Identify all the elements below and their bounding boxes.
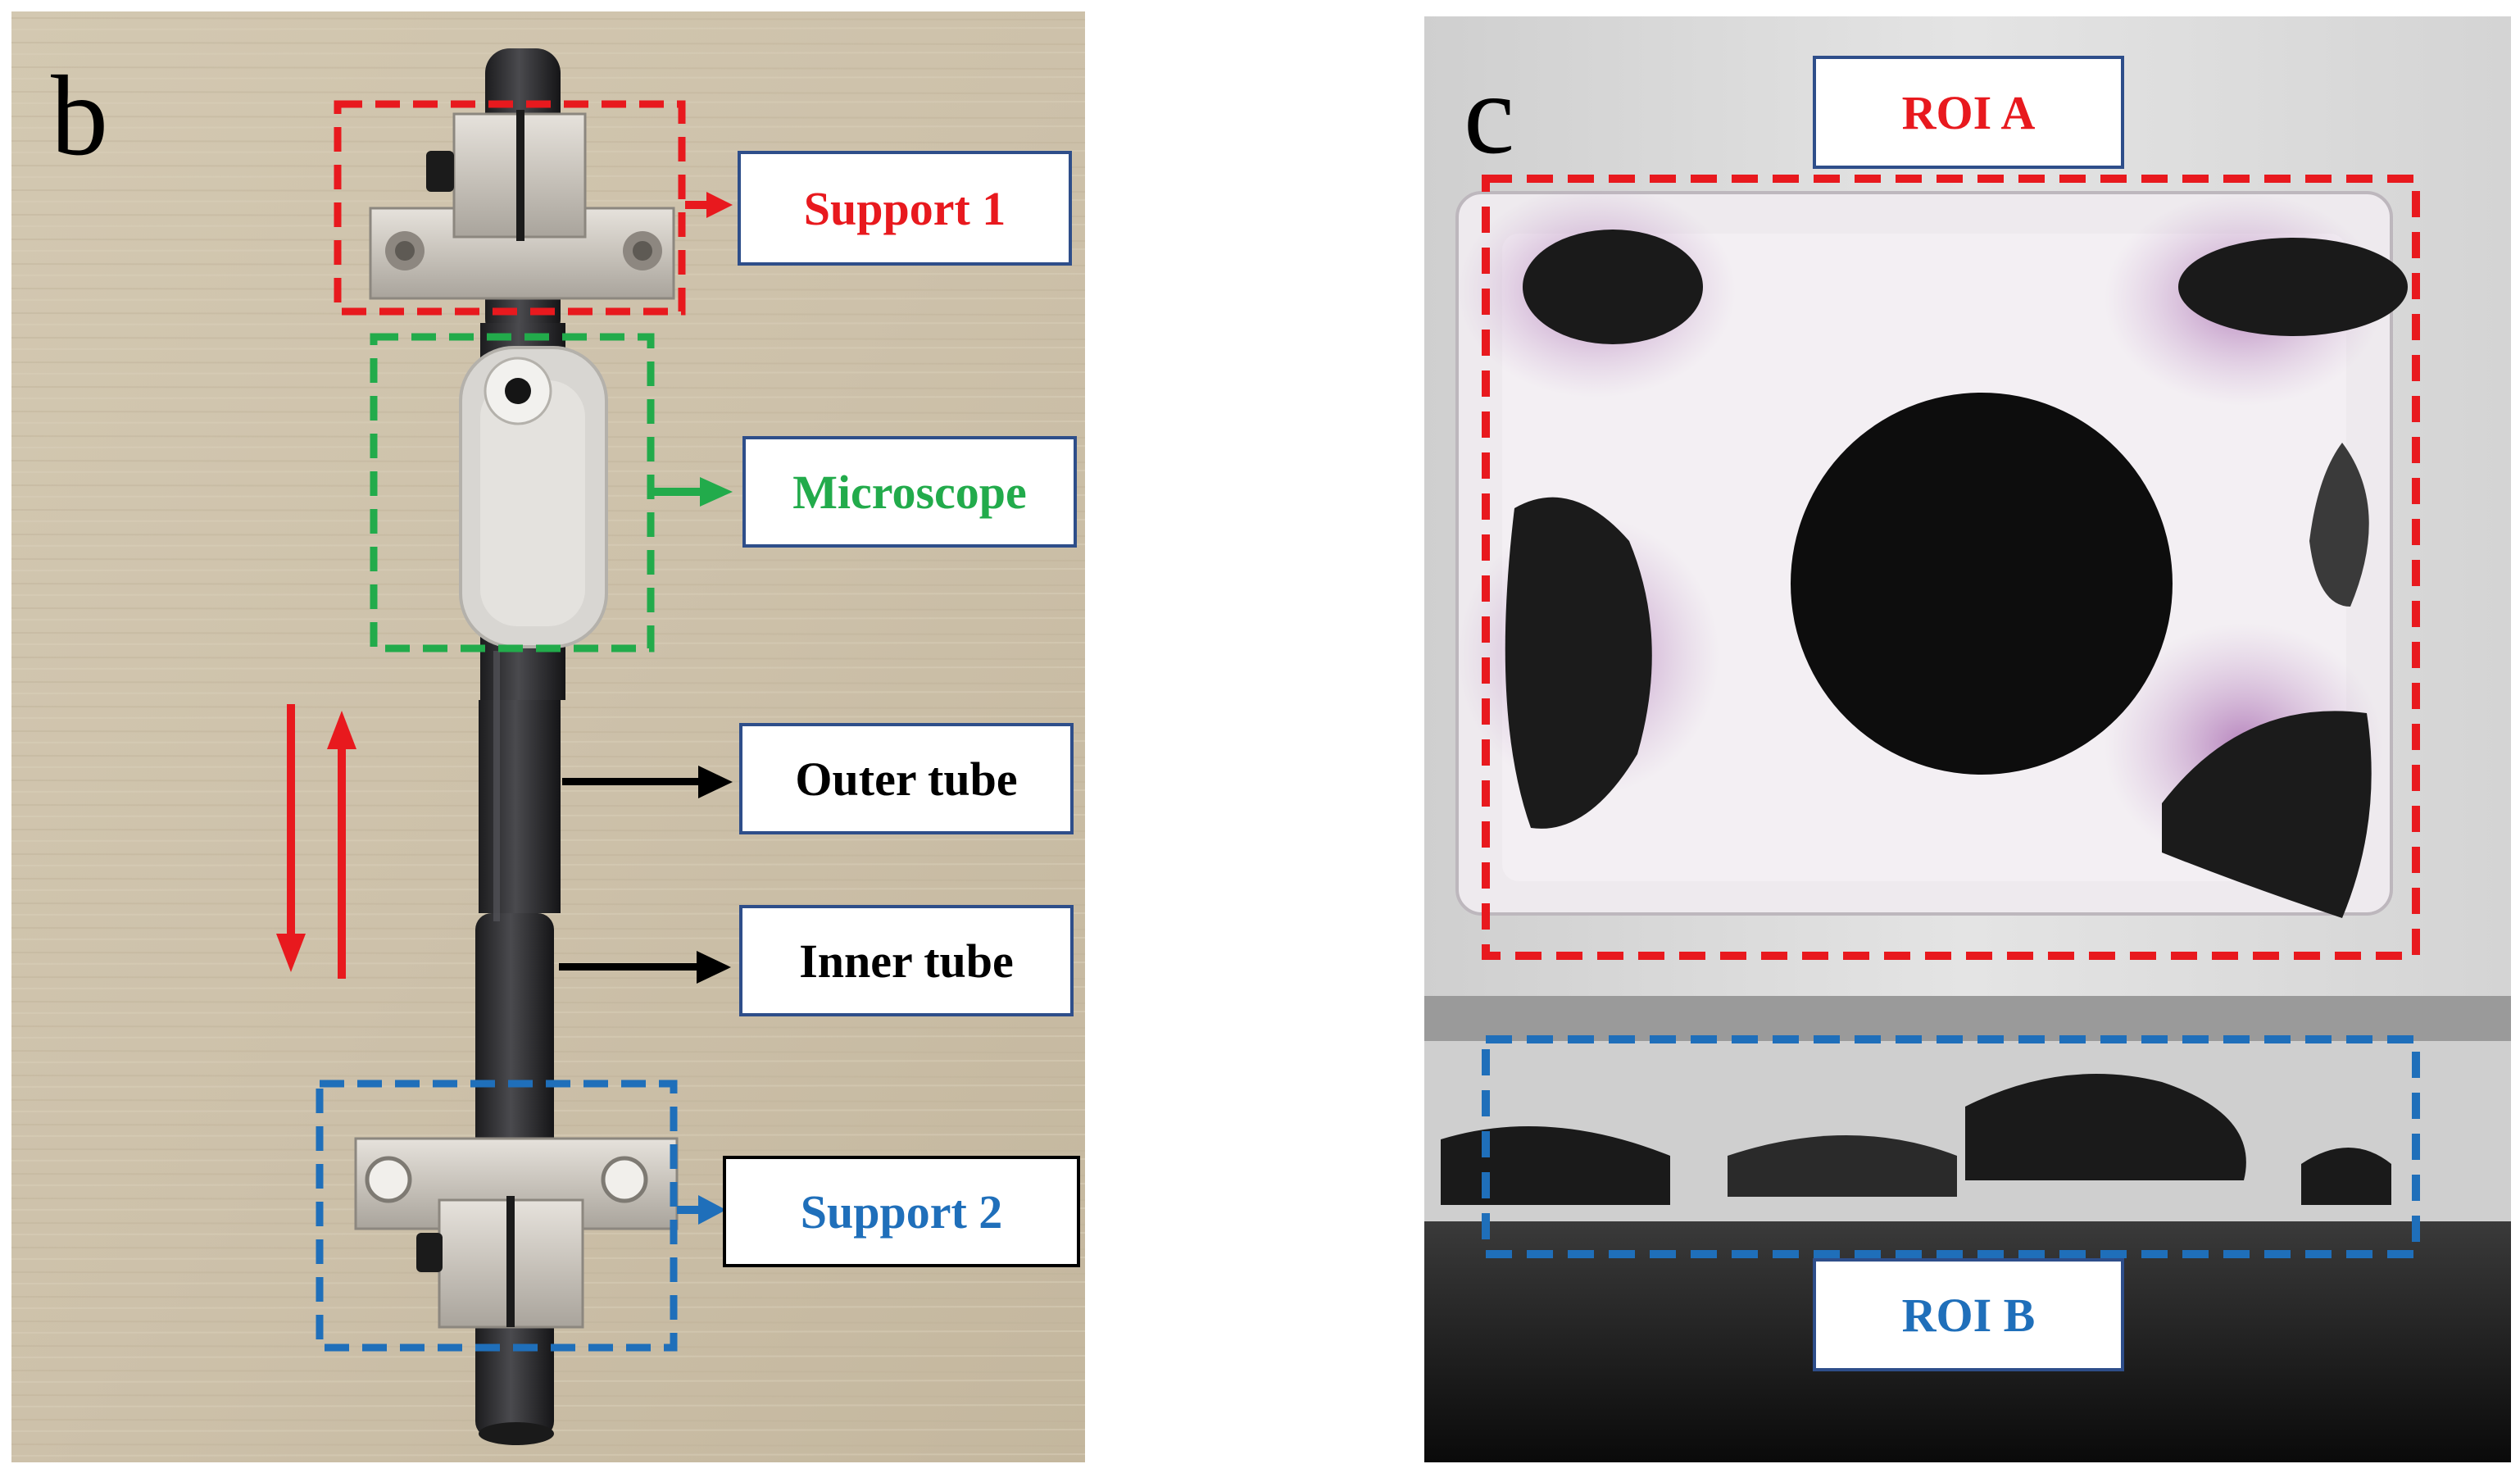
panel-b: b Support 1 Microscope Outer tube Inner … [11,11,1085,1462]
microscope-label: Microscope [742,436,1077,548]
roi-b-highlight [1482,1035,2420,1258]
support2-highlight [316,1080,678,1352]
microscope-highlight [370,333,655,652]
panel-c-photo [1424,16,2511,1462]
outer-tube-label: Outer tube [739,723,1074,834]
support2-pointer [677,1195,726,1225]
outer-tube-pointer [562,766,733,798]
inner-tube-label: Inner tube [739,905,1074,1016]
panel-b-letter: b [51,52,108,180]
support1-highlight [334,100,686,316]
support1-pointer [685,192,733,218]
support2-label: Support 2 [723,1156,1080,1267]
panel-c: c ROI A ROI B [1424,16,2511,1462]
roi-b-label: ROI B [1813,1258,2124,1371]
microscope-pointer [654,477,733,507]
roi-a-highlight [1482,175,2420,960]
inner-tube-pointer [559,951,731,984]
panel-c-letter: c [1464,51,1515,178]
support1-label: Support 1 [738,151,1072,266]
movement-arrows [276,704,356,979]
roi-a-label: ROI A [1813,56,2124,169]
